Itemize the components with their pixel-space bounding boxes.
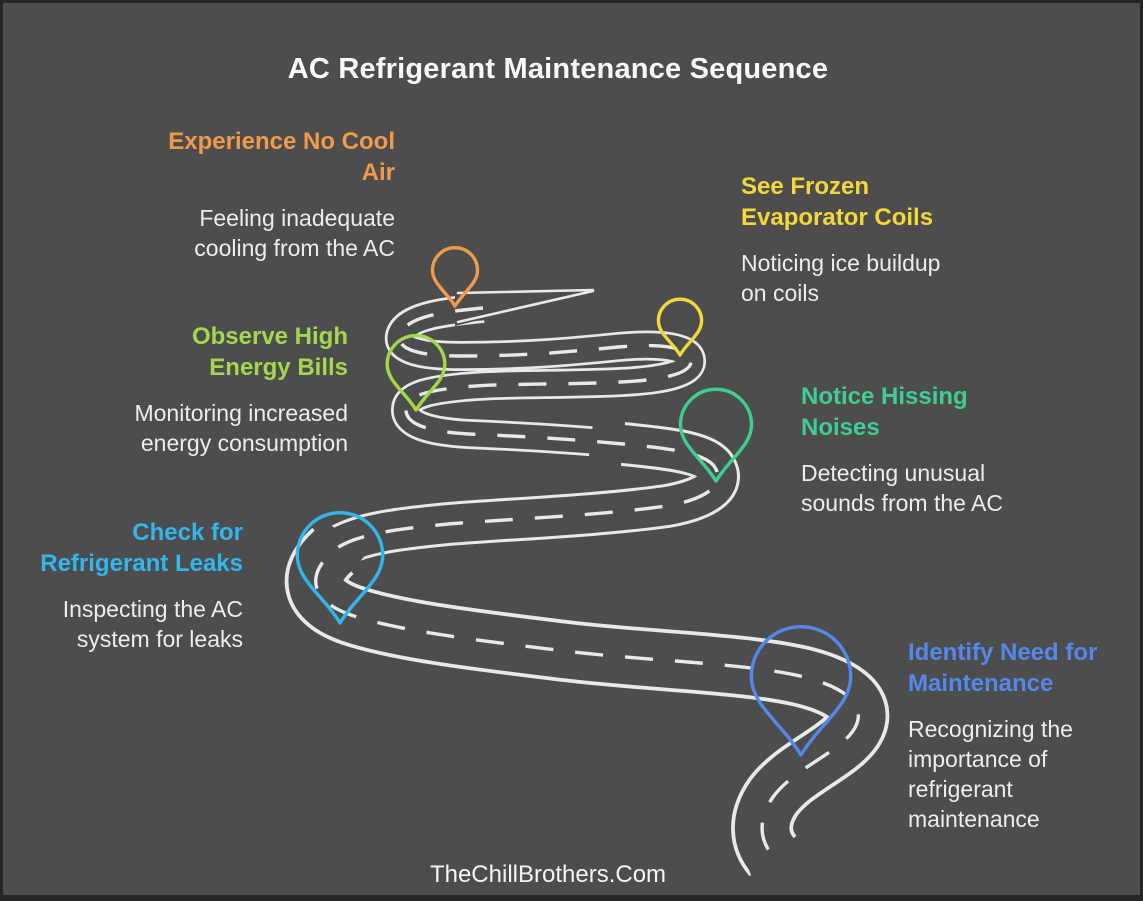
road-taper-edge-top <box>456 288 595 295</box>
road-fill-bottom <box>288 519 886 895</box>
step-title: Identify Need for Maintenance <box>908 639 1098 697</box>
step-identify-need-for-maintenance: Identify Need for Maintenance Recognizin… <box>908 637 1140 834</box>
step-observe-high-energy-bills: Observe High Energy Bills Monitoring inc… <box>98 321 348 458</box>
blue-pin-icon <box>751 627 850 755</box>
road-fill-mid <box>320 421 737 567</box>
step-title: Experience No Cool Air <box>168 128 395 186</box>
road-center-dashes <box>314 306 860 858</box>
step-description: Recognizing the importance of refrigeran… <box>908 716 1073 832</box>
page-title: AC Refrigerant Maintenance Sequence <box>287 53 829 85</box>
mint-pin-icon <box>680 389 751 481</box>
footer-website: TheChillBrothers.Com <box>429 861 667 888</box>
cyan-pin-icon <box>297 513 382 623</box>
step-description: Feeling inadequate cooling from the AC <box>194 205 395 261</box>
lime-pin-icon <box>387 336 445 410</box>
step-check-for-refrigerant-leaks: Check for Refrigerant Leaks Inspecting t… <box>33 517 243 654</box>
step-title: Observe High Energy Bills <box>191 323 348 381</box>
step-see-frozen-evaporator-coils: See Frozen Evaporator Coils Noticing ice… <box>741 171 1051 308</box>
step-description: Detecting unusual sounds from the AC <box>801 460 1003 516</box>
roadmap-graphic <box>284 3 890 895</box>
step-title: Check for Refrigerant Leaks <box>40 519 243 577</box>
yellow-pin-icon <box>658 299 701 355</box>
step-description: Noticing ice buildup on coils <box>741 250 941 306</box>
orange-pin-icon <box>432 248 477 306</box>
road-taper-edge-bottom <box>456 289 595 324</box>
step-experience-no-cool-air: Experience No Cool Air Feeling inadequat… <box>111 126 395 263</box>
step-description: Inspecting the AC system for leaks <box>62 596 243 652</box>
step-title: Notice Hissing Noises <box>801 383 968 441</box>
step-notice-hissing-noises: Notice Hissing Noises Detecting unusual … <box>801 381 1091 518</box>
step-description: Monitoring increased energy consumption <box>134 400 348 456</box>
step-title: See Frozen Evaporator Coils <box>741 173 934 231</box>
